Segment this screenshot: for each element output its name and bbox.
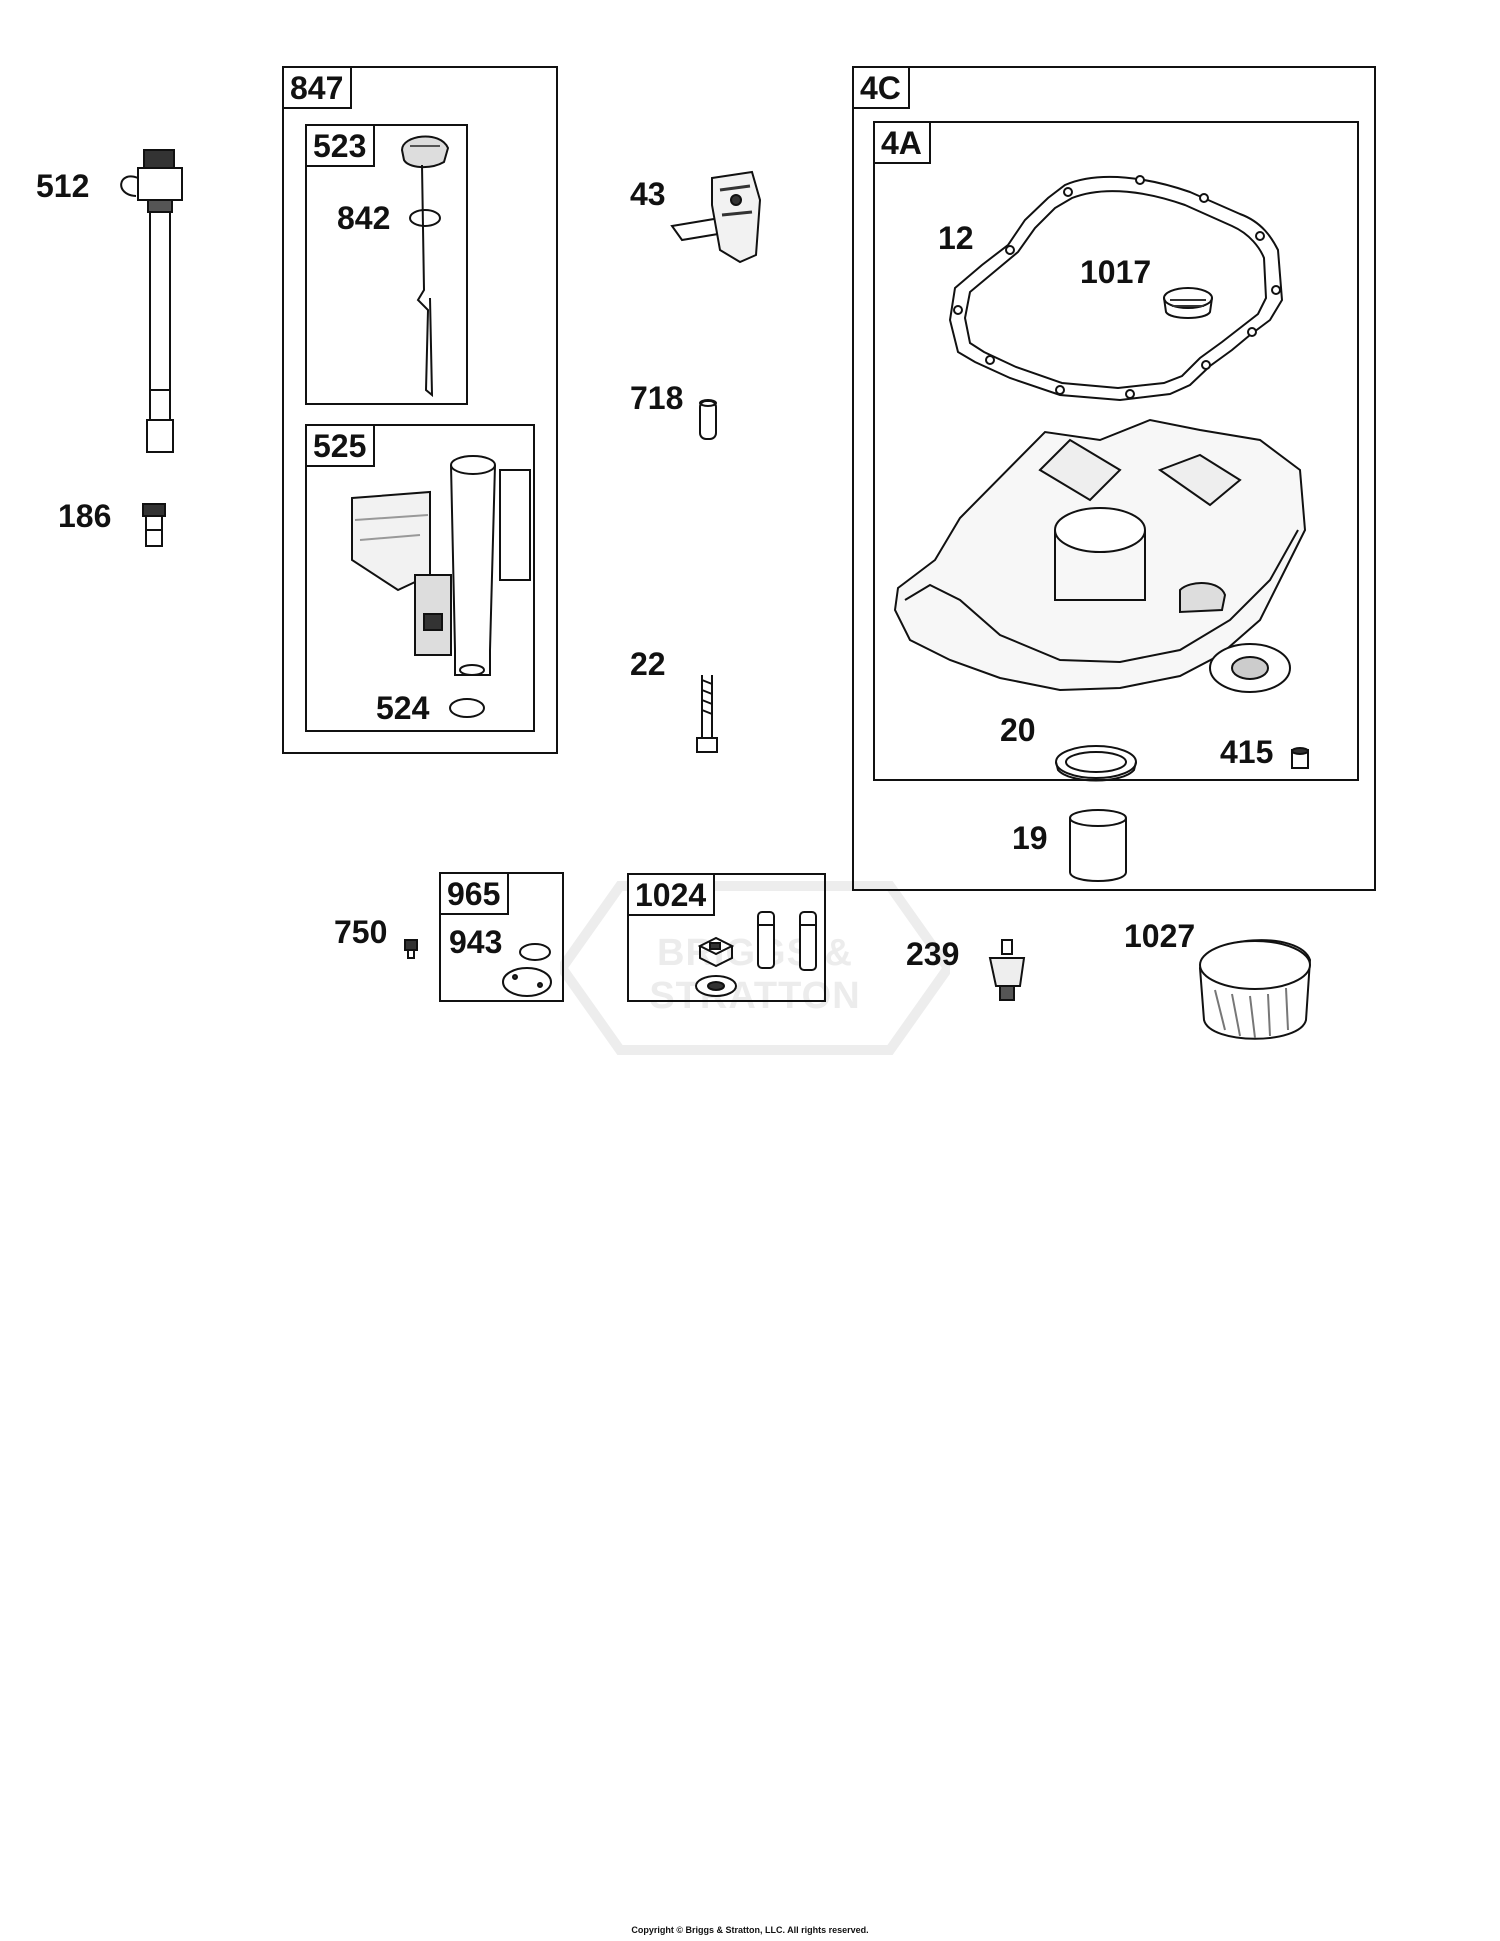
oil-seal-icon bbox=[1055, 745, 1137, 782]
part-label-43: 43 bbox=[630, 176, 666, 212]
group-label-4c: 4C bbox=[852, 66, 910, 109]
sump-cover-icon bbox=[893, 418, 1307, 693]
part-label-718: 718 bbox=[630, 380, 684, 416]
group-label-523: 523 bbox=[305, 124, 376, 167]
group-label-525: 525 bbox=[305, 424, 376, 467]
tube-seal-icon bbox=[142, 503, 166, 547]
part-label-1027: 1027 bbox=[1124, 918, 1196, 954]
drain-plug-icon bbox=[1291, 747, 1309, 769]
pressure-switch-icon bbox=[988, 939, 1026, 1001]
part-label-12: 12 bbox=[938, 220, 974, 256]
o-ring-524-icon bbox=[449, 698, 485, 718]
part-label-943: 943 bbox=[449, 924, 503, 960]
dipstick-tube-icon bbox=[120, 149, 183, 453]
part-label-415: 415 bbox=[1220, 734, 1274, 770]
gasket-plate-943-icon bbox=[502, 943, 552, 997]
group-label-1024: 1024 bbox=[627, 873, 716, 916]
part-label-524: 524 bbox=[376, 690, 430, 726]
group-label-965: 965 bbox=[439, 872, 510, 915]
group-box-4c: 4C bbox=[852, 66, 1376, 891]
group-box-523: 523 bbox=[305, 124, 468, 405]
part-label-186: 186 bbox=[58, 498, 112, 534]
part-label-842: 842 bbox=[337, 200, 391, 236]
group-label-4a: 4A bbox=[873, 121, 931, 164]
group-box-525: 525 bbox=[305, 424, 535, 732]
oil-fill-tube-icon bbox=[351, 455, 531, 676]
group-box-1024: 1024 bbox=[627, 873, 826, 1002]
bushing-icon bbox=[1069, 809, 1127, 882]
bolt-icon bbox=[696, 675, 718, 753]
screen-filter-icon bbox=[1163, 287, 1213, 319]
part-label-20: 20 bbox=[1000, 712, 1036, 748]
copyright-notice: Copyright © Briggs & Stratton, LLC. All … bbox=[631, 1925, 869, 1935]
part-label-1017: 1017 bbox=[1080, 254, 1152, 290]
gasket-icon bbox=[948, 175, 1284, 402]
part-label-750: 750 bbox=[334, 914, 388, 950]
part-label-19: 19 bbox=[1012, 820, 1048, 856]
group-box-847: 847 bbox=[282, 66, 558, 754]
group-label-847: 847 bbox=[282, 66, 353, 109]
oil-filter-icon bbox=[1198, 939, 1312, 1040]
rotor-kit-icon bbox=[695, 911, 817, 997]
screw-750-icon bbox=[404, 939, 418, 959]
group-box-4a: 4A bbox=[873, 121, 1359, 781]
group-box-965: 965 bbox=[439, 872, 564, 1002]
dowel-pin-icon bbox=[699, 399, 717, 440]
bracket-43-icon bbox=[670, 170, 762, 264]
dipstick-icon bbox=[400, 135, 450, 398]
part-label-512: 512 bbox=[36, 168, 90, 204]
part-label-239: 239 bbox=[906, 936, 960, 972]
part-label-22: 22 bbox=[630, 646, 666, 682]
